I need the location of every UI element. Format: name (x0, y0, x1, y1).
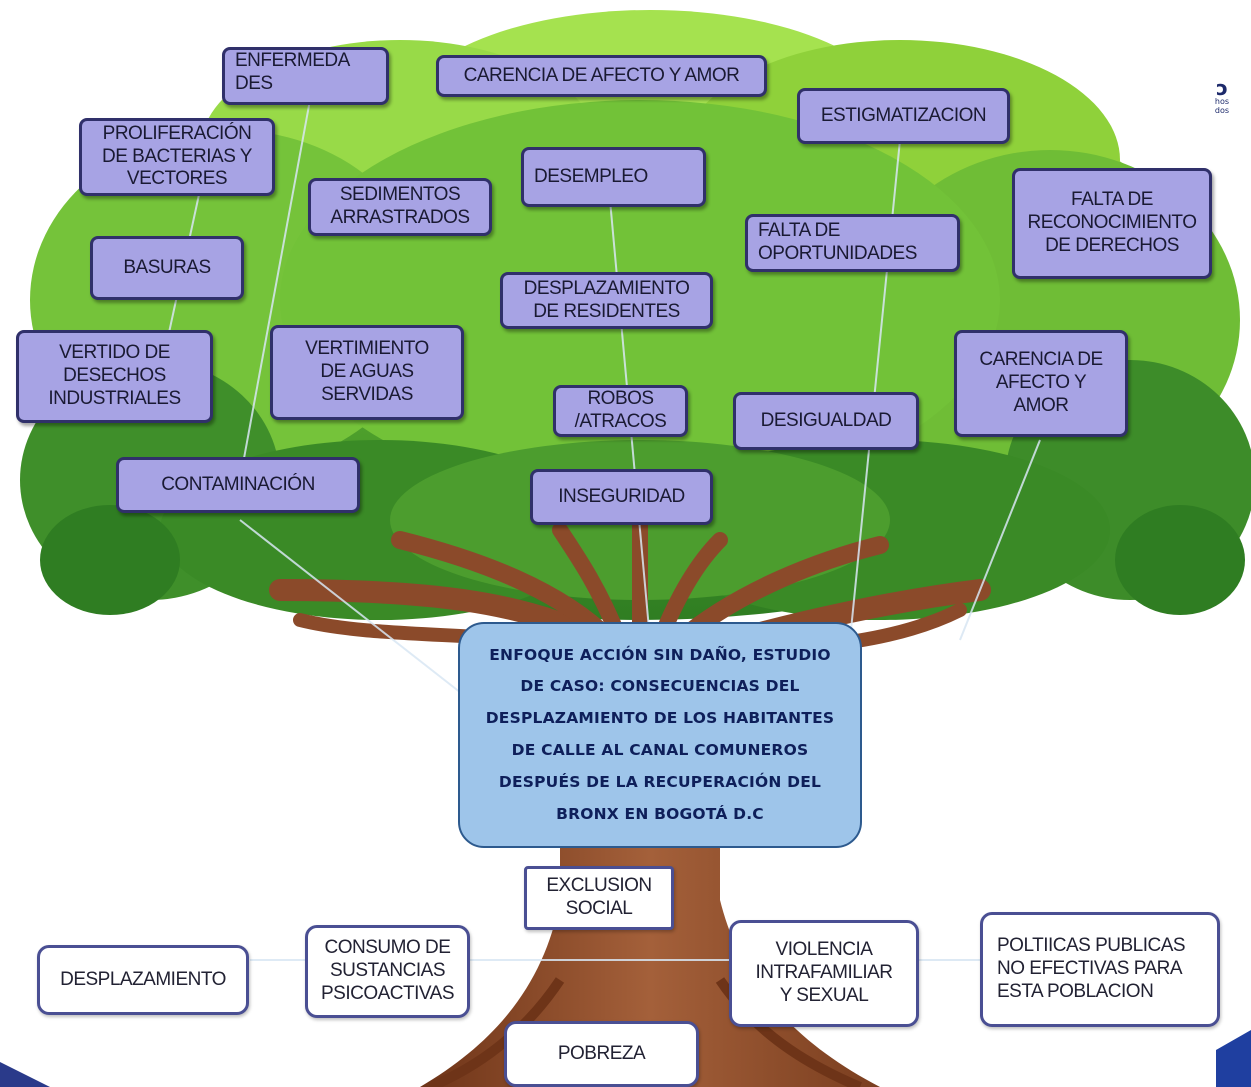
consequence-line: SEDIMENTOS (339, 184, 461, 206)
cause-line: DESPLAZAMIENTO (60, 968, 226, 990)
corner-watermark: ↄ hos dos (1210, 78, 1234, 122)
consequence-line: INDUSTRIALES (48, 387, 181, 409)
consequence-line: ESTIGMATIZACION (820, 104, 987, 126)
consequence-line: FALTA DE (758, 220, 840, 242)
cause-line: SUSTANCIAS (329, 960, 446, 982)
cause-line: ESTA POBLACION (997, 980, 1154, 1002)
central-problem-line: DE CALLE AL CANAL COMUNEROS (511, 741, 809, 759)
consequence-line: CARENCIA DE AFECTO Y AMOR (463, 64, 740, 86)
consequence-line: FALTA DE (1071, 189, 1153, 211)
left-edge-triangle (0, 1062, 50, 1087)
cause-line: VIOLENCIA (775, 939, 873, 961)
consequence-line: BASURAS (123, 256, 211, 278)
cause-line: POBREZA (557, 1042, 646, 1064)
consequence-line: OPORTUNIDADES (758, 243, 917, 264)
consequence-line: DESPLAZAMIENTO (523, 277, 690, 299)
consequence-line: INSEGURIDAD (558, 485, 685, 507)
consequence-line: ENFERMEDA (235, 50, 350, 71)
consequence-line: VECTORES (126, 168, 228, 190)
consequence-line: PROLIFERACIÓN (102, 122, 252, 144)
cause-line: PSICOACTIVAS (320, 982, 455, 1004)
consequence-box: INSEGURIDAD (530, 469, 713, 525)
cause-box: POBREZA (504, 1021, 699, 1087)
consequence-line: AFECTO Y (995, 372, 1087, 394)
central-problem-line: DESPLAZAMIENTO DE LOS HABITANTES (485, 709, 835, 728)
central-problem-line: DE CASO: CONSECUENCIAS DEL (520, 677, 800, 696)
consequence-line: DE BACTERIAS Y (102, 145, 252, 167)
consequence-line: DES (235, 72, 273, 94)
consequence-box: CONTAMINACIÓN (116, 457, 360, 513)
consequence-line: DESECHOS (63, 365, 166, 387)
cause-line: SOCIAL (565, 898, 633, 919)
consequence-box: CARENCIA DE AFECTO Y AMOR (436, 55, 767, 97)
central-problem-line: ENFOQUE ACCIÓN SIN DAÑO, ESTUDIO (489, 645, 831, 664)
corner-watermark-text: hos (1214, 97, 1230, 106)
corner-watermark-glyph: ↄ (1216, 76, 1228, 100)
consequence-line: SERVIDAS (321, 383, 413, 405)
consequence-box: BASURAS (90, 236, 244, 300)
right-edge-triangle (1216, 1030, 1251, 1087)
consequence-box: ROBOS/ATRACOS (553, 385, 688, 437)
cause-box: DESPLAZAMIENTO (37, 945, 249, 1015)
consequence-line: ROBOS (587, 388, 654, 410)
cause-line: POLTIICAS PUBLICAS (997, 935, 1186, 957)
consequence-line: CONTAMINACIÓN (161, 473, 315, 495)
cause-line: Y SEXUAL (779, 984, 869, 1006)
consequence-line: DESEMPLEO (534, 165, 648, 187)
consequence-line: AMOR (1013, 394, 1070, 416)
consequence-line: VERTIMIENTO (305, 338, 429, 360)
consequence-box: DESEMPLEO (521, 147, 706, 207)
consequence-line: /ATRACOS (574, 411, 667, 432)
consequence-line: CARENCIA DE (979, 349, 1103, 371)
cause-line: INTRAFAMILIAR (755, 962, 893, 984)
central-problem-line: DESPUÉS DE LA RECUPERACIÓN DEL (498, 772, 822, 791)
consequence-line: DE AGUAS (320, 361, 414, 383)
cause-line: NO EFECTIVAS PARA (997, 958, 1183, 980)
consequence-line: RECONOCIMIENTO (1027, 212, 1197, 234)
central-problem-line: BRONX EN BOGOTÁ D.C (556, 804, 764, 823)
central-problem-box: ENFOQUE ACCIÓN SIN DAÑO, ESTUDIO DE CASO… (458, 622, 862, 848)
consequence-line: DE RESIDENTES (533, 300, 680, 322)
cause-line: CONSUMO DE (324, 937, 451, 959)
consequence-line: DESIGUALDAD (760, 409, 892, 431)
tree-trunk (420, 640, 880, 1087)
cause-line: EXCLUSION (546, 875, 652, 897)
consequence-line: ARRASTRADOS (330, 207, 470, 228)
consequence-line: VERTIDO DE (59, 342, 170, 364)
consequence-box: ESTIGMATIZACION (797, 88, 1010, 144)
consequence-line: DE DERECHOS (1045, 234, 1179, 256)
consequence-box: DESIGUALDAD (733, 392, 919, 450)
corner-watermark-text: dos (1214, 105, 1230, 115)
